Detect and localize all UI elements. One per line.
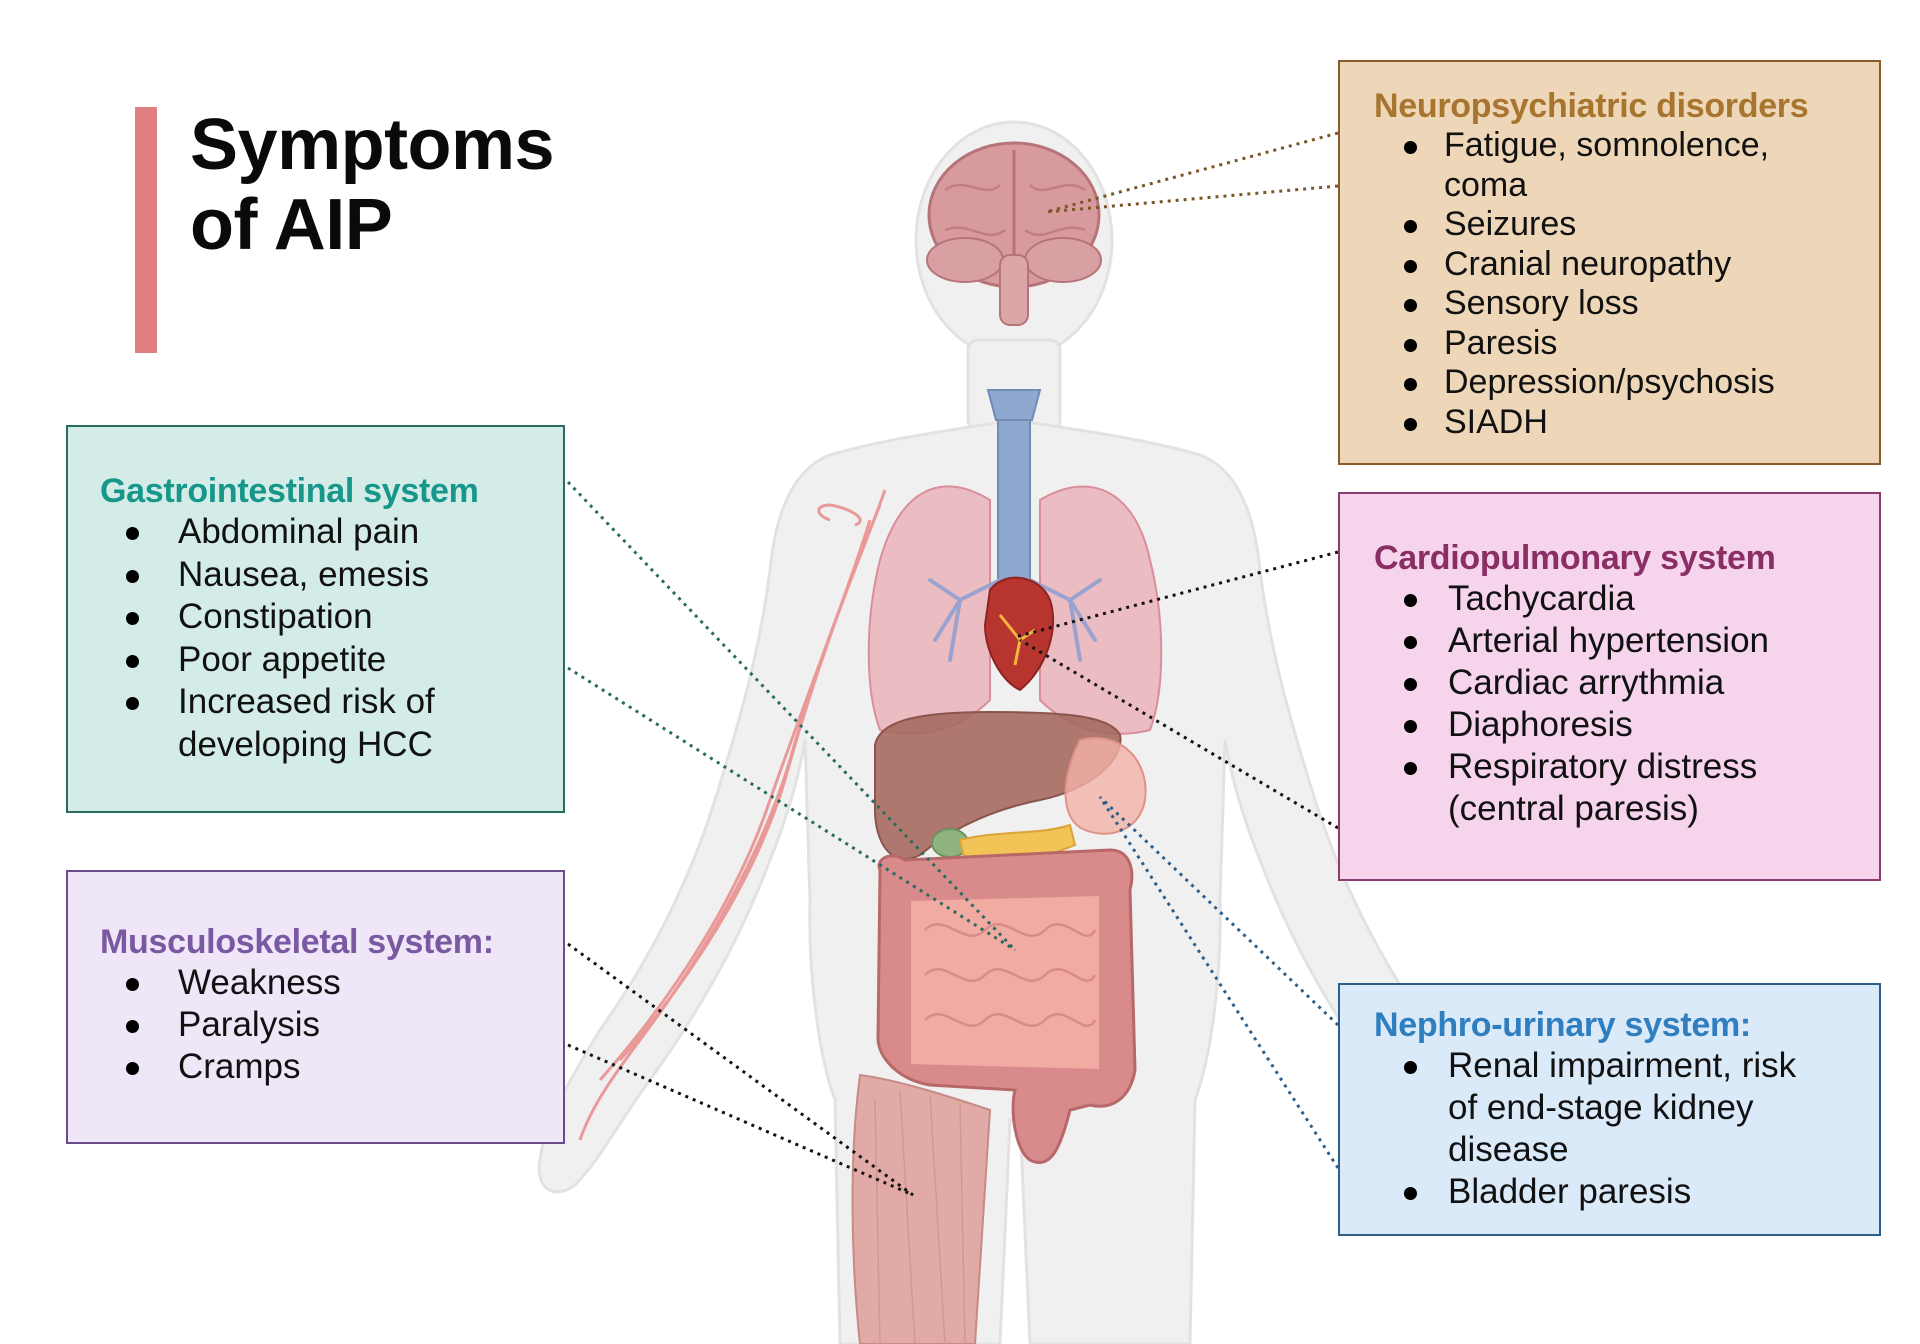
title-line-1: Symptoms [190, 105, 555, 185]
head [914, 120, 1114, 360]
nephro-urinary-heading: Nephro-urinary system: [1374, 1006, 1751, 1044]
liver [874, 710, 1122, 860]
cardiopulmonary-list: Tachycardia Arterial hypertension Cardia… [1374, 578, 1794, 830]
gastrointestinal-heading: Gastrointestinal system [100, 472, 479, 510]
nephro-urinary-list: Renal impairment, risk of end-stage kidn… [1374, 1045, 1804, 1213]
leader-line-neuro-1 [1045, 131, 1339, 214]
brain [926, 141, 1102, 326]
list-item: Paresis [1374, 324, 1879, 364]
list-item: Bladder paresis [1374, 1171, 1804, 1213]
thigh-muscle [851, 1073, 992, 1344]
neuropsychiatric-heading: Neuropsychiatric disorders [1374, 87, 1809, 125]
list-item: Respiratory distress (central paresis) [1374, 746, 1794, 830]
list-item: Fatigue, somnolence,coma [1374, 126, 1879, 205]
list-item: Cranial neuropathy [1374, 245, 1879, 285]
leader-line-musculo-1 [567, 942, 914, 1197]
list-item: Depression/psychosis [1374, 363, 1879, 403]
heart [983, 576, 1055, 692]
list-item: Cardiac arrythmia [1374, 662, 1794, 704]
list-item: Poor appetite [100, 639, 440, 682]
gastrointestinal-list: Abdominal pain Nausea, emesis Constipati… [100, 511, 440, 766]
pancreas [958, 823, 1077, 864]
small-intestine-coils [924, 922, 1097, 1027]
page-title: Symptoms of AIP [190, 105, 555, 265]
neuropsychiatric-list: Fatigue, somnolence,coma Seizures Crania… [1374, 126, 1879, 442]
leader-line-musculo-2 [567, 1043, 914, 1197]
title-accent-bar [135, 107, 157, 353]
list-item: Sensory loss [1374, 284, 1879, 324]
small-intestine [909, 893, 1101, 1072]
list-item: Diaphoresis [1374, 704, 1794, 746]
leader-line-gastro-1 [566, 480, 1017, 952]
list-item: Increased risk of developing HCC [100, 681, 440, 766]
list-item: Tachycardia [1374, 578, 1794, 620]
large-intestine [876, 848, 1137, 1164]
list-item: Constipation [100, 596, 440, 639]
leader-line-nephro-1 [1098, 795, 1340, 1027]
list-item: Nausea, emesis [100, 554, 440, 597]
musculoskeletal-heading: Musculoskeletal system: [100, 923, 494, 961]
leader-line-cardio-1 [1014, 550, 1339, 639]
list-item: Weakness [100, 962, 563, 1004]
list-item: Seizures [1374, 205, 1879, 245]
arm-vessels [578, 489, 887, 1141]
leader-line-neuro-2 [1045, 184, 1339, 214]
neuropsychiatric-box: Neuropsychiatric disorders Fatigue, somn… [1338, 60, 1881, 465]
list-item: Paralysis [100, 1004, 563, 1046]
gallbladder [931, 828, 969, 858]
trachea [986, 389, 1042, 591]
gastrointestinal-box: Gastrointestinal system Abdominal pain N… [66, 425, 565, 813]
leader-line-gastro-2 [567, 666, 1016, 952]
title-line-2: of AIP [190, 185, 393, 265]
list-item: Arterial hypertension [1374, 620, 1794, 662]
leader-lines [566, 131, 1340, 1197]
cardiopulmonary-box: Cardiopulmonary system Tachycardia Arter… [1338, 492, 1881, 881]
list-item: Abdominal pain [100, 511, 440, 554]
list-item: Renal impairment, risk of end-stage kidn… [1374, 1045, 1804, 1171]
musculoskeletal-list: Weakness Paralysis Cramps [100, 962, 563, 1088]
leader-line-nephro-2 [1098, 796, 1340, 1169]
thigh-muscle-fibers [874, 1089, 966, 1344]
nephro-urinary-box: Nephro-urinary system: Renal impairment,… [1338, 983, 1881, 1236]
stomach [1064, 737, 1147, 835]
list-item: Cramps [100, 1046, 563, 1088]
list-item: SIADH [1374, 403, 1879, 443]
cardiopulmonary-heading: Cardiopulmonary system [1374, 539, 1776, 577]
leader-line-cardio-2 [1019, 638, 1339, 830]
lungs [867, 485, 1163, 735]
neck [966, 338, 1062, 432]
musculoskeletal-box: Musculoskeletal system: Weakness Paralys… [66, 870, 565, 1144]
bronchi [928, 578, 1102, 662]
